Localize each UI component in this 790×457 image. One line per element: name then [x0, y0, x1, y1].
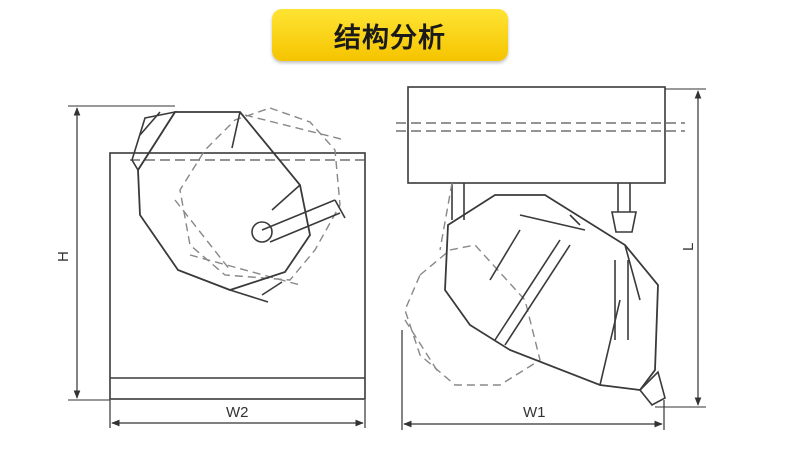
- right-drum-alt-position: [404, 182, 541, 386]
- label-h: H: [55, 251, 72, 262]
- page-title: 结构分析: [334, 22, 446, 54]
- dimension-w2: [109, 400, 366, 428]
- left-drum-alt-position: [174, 107, 346, 286]
- right-top-frame: [407, 86, 666, 184]
- label-w1: W1: [523, 404, 546, 421]
- label-l: L: [680, 243, 697, 251]
- left-drum: [131, 110, 346, 303]
- dimension-w1: [401, 330, 665, 430]
- left-view: [68, 105, 366, 401]
- right-drum: [444, 194, 666, 407]
- label-w2: W2: [226, 404, 249, 421]
- right-view: [396, 86, 706, 408]
- title-badge: 结构分析: [272, 9, 508, 61]
- left-frame: [109, 152, 366, 400]
